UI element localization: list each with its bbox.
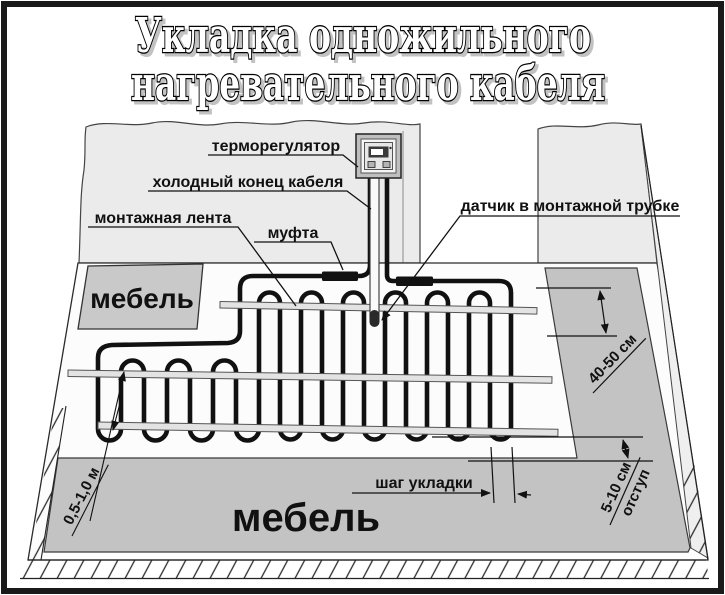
label-mounting-tape: монтажная лента <box>95 210 232 227</box>
label-sensor: датчик в монтажной трубке <box>461 198 680 215</box>
label-thermostat: терморегулятор <box>212 138 341 155</box>
thermostat <box>355 133 402 179</box>
dimension-lines <box>89 287 653 522</box>
thermostat-button-right <box>382 161 391 168</box>
sensor-cap <box>369 310 380 327</box>
mounting-tape-2 <box>67 369 553 384</box>
wall-column <box>537 122 658 264</box>
hatch-border <box>20 124 709 580</box>
coupling-left <box>322 271 358 281</box>
svg-text:нагревательного кабеля: нагревательного кабеля <box>134 59 608 115</box>
svg-text:Укладка одножильного: Укладка одножильного <box>135 8 591 64</box>
label-furniture-bottom: мебель <box>232 496 380 540</box>
label-coupling: муфта <box>268 225 319 242</box>
leader-lines <box>88 154 680 321</box>
page-title: Укладка одножильного нагревательного каб… <box>130 7 610 117</box>
svg-text:Укладка одножильного: Укладка одножильного <box>138 11 594 67</box>
label-step: шаг укладки <box>375 475 473 492</box>
coupling-right <box>396 276 433 286</box>
furniture-box <box>77 263 204 330</box>
svg-text:нагревательного кабеля: нагревательного кабеля <box>131 56 605 112</box>
label-furniture-box: мебель <box>90 283 194 314</box>
furniture-zone <box>43 267 691 553</box>
thermostat-button-left <box>367 161 376 168</box>
sensor-tube <box>369 175 380 317</box>
mounting-tape-3 <box>97 421 559 437</box>
label-cold-end: холодный конец кабеля <box>153 174 344 191</box>
